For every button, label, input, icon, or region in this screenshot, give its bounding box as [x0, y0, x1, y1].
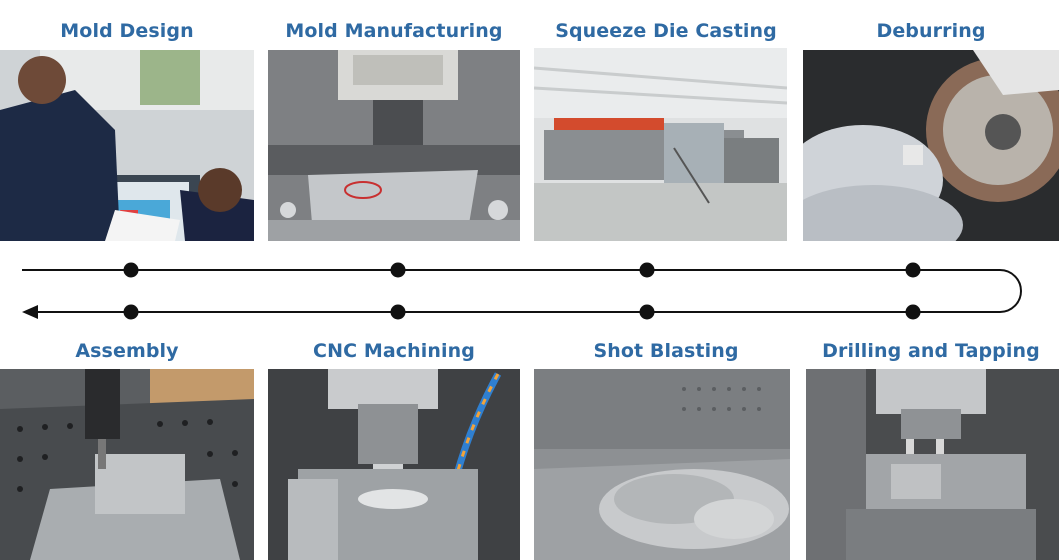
photo-assembly — [0, 369, 254, 560]
step-title-deburring: Deburring — [876, 20, 986, 42]
photo-shot-blasting — [534, 369, 790, 560]
photo-deburring — [803, 50, 1059, 241]
step-title-mold-design: Mold Design — [60, 20, 194, 42]
flow-arrowhead-left — [22, 305, 38, 319]
flow-node-mold-design — [123, 262, 139, 278]
flow-node-deburring — [905, 262, 921, 278]
flow-node-shot-blasting — [639, 304, 655, 320]
step-title-cnc-machining: CNC Machining — [313, 340, 475, 362]
photo-squeeze-die-casting — [534, 48, 787, 241]
photo-cnc-machining — [268, 369, 520, 560]
photo-mold-manufacturing — [268, 50, 520, 241]
flow-node-mold-manufacturing — [390, 262, 406, 278]
photo-drilling-and-tapping — [806, 369, 1059, 560]
step-title-shot-blasting: Shot Blasting — [593, 340, 739, 362]
step-title-drilling-and-tapping: Drilling and Tapping — [822, 340, 1040, 362]
flow-node-assembly — [123, 304, 139, 320]
process-flow-connector — [22, 262, 1022, 320]
step-title-mold-manufacturing: Mold Manufacturing — [285, 20, 503, 42]
step-title-assembly: Assembly — [75, 340, 179, 362]
flow-return-curve — [999, 269, 1022, 313]
step-title-squeeze-die-casting: Squeeze Die Casting — [555, 20, 777, 42]
flow-node-drilling-and-tapping — [905, 304, 921, 320]
flow-node-cnc-machining — [390, 304, 406, 320]
flow-node-squeeze-die-casting — [639, 262, 655, 278]
photo-mold-design — [0, 50, 254, 241]
